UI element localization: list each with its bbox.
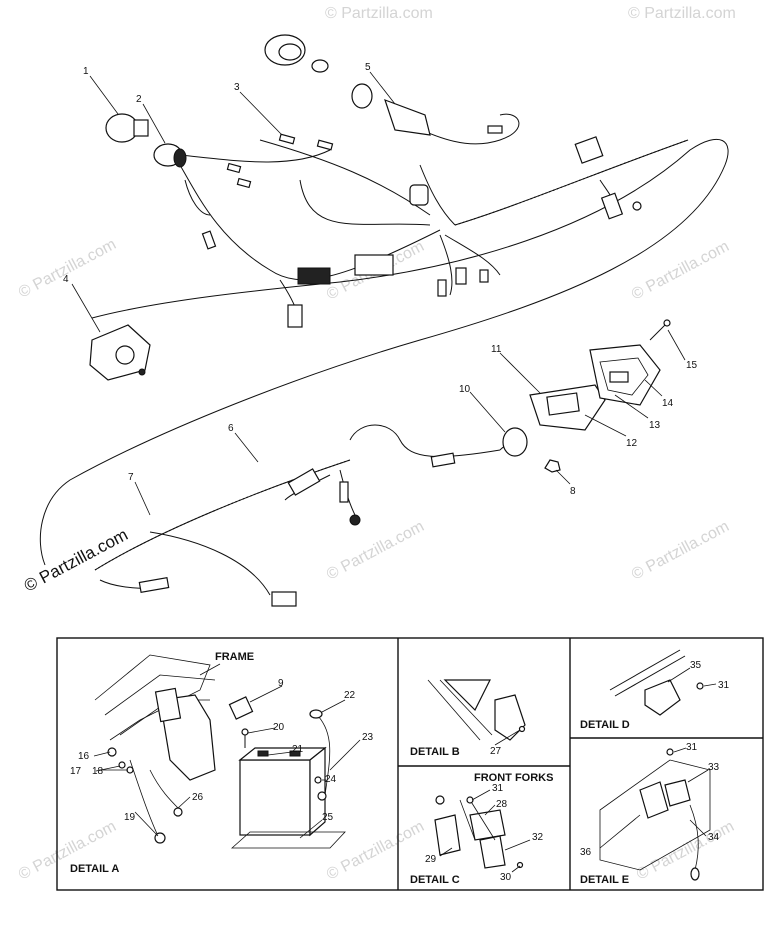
leader-lines (71, 71, 686, 516)
detail-a: FRAME (70, 651, 374, 875)
callout-16: 16 (78, 751, 90, 762)
detail-a-title: DETAIL A (70, 863, 119, 875)
callout-15: 15 (686, 360, 698, 371)
detail-c-sublabel: FRONT FORKS (474, 772, 553, 784)
detail-c: FRONT FORKS 31 28 32 29 30 DETAIL C (410, 772, 553, 886)
key-switch-5 (264, 34, 503, 136)
callout-20: 20 (273, 722, 285, 733)
callout-36: 36 (580, 847, 592, 858)
callout-9: 9 (278, 678, 284, 689)
callout-33: 33 (708, 762, 720, 773)
watermark: © Partzilla.com (629, 518, 732, 584)
callout-5: 5 (365, 62, 371, 73)
callout-1: 1 (83, 66, 89, 77)
connector-block (287, 184, 489, 328)
harness-right-end (574, 136, 642, 220)
callout-6: 6 (228, 423, 234, 434)
callout-28: 28 (496, 799, 508, 810)
callout-12: 12 (626, 438, 638, 449)
callout-22: 22 (344, 690, 356, 701)
watermark: © Partzilla.com (324, 518, 427, 584)
detail-a-sublabel: FRAME (215, 651, 254, 663)
callouts-upper: 1 2 3 4 5 6 7 8 10 11 12 13 14 15 (63, 62, 698, 497)
detail-e-title: DETAIL E (580, 874, 629, 886)
callout-32: 32 (532, 832, 544, 843)
detail-panels (56, 637, 764, 891)
callout-35: 35 (690, 660, 702, 671)
callout-27: 27 (490, 746, 502, 757)
callout-34: 34 (708, 832, 720, 843)
watermark: © Partzilla.com (16, 236, 119, 302)
connector-3 (201, 133, 334, 250)
watermark: © Partzilla.com (634, 818, 737, 884)
bulb-1 (105, 113, 149, 143)
callout-31: 31 (718, 680, 730, 691)
switch-4 (89, 324, 151, 381)
callout-23: 23 (362, 732, 374, 743)
callout-14: 14 (662, 398, 674, 409)
callout-24: 24 (325, 774, 337, 785)
detail-e: 31 33 34 36 DETAIL E (580, 742, 720, 886)
callout-8: 8 (570, 486, 576, 497)
callout-17: 17 (70, 766, 82, 777)
detail-b: 27 DETAIL B (410, 679, 526, 758)
detail-d-title: DETAIL D (580, 719, 630, 731)
callout-21: 21 (292, 744, 304, 755)
callout-19: 19 (124, 812, 136, 823)
detail-c-title: DETAIL C (410, 874, 460, 886)
upper-harness (39, 113, 729, 566)
callout-11: 11 (491, 344, 502, 355)
detail-b-title: DETAIL B (410, 746, 460, 758)
callout-7: 7 (128, 472, 134, 483)
socket-2 (153, 143, 187, 168)
callout-25: 25 (322, 812, 334, 823)
lower-harness-parts (138, 427, 561, 607)
callout-4: 4 (63, 274, 69, 285)
callout-10: 10 (459, 384, 471, 395)
watermark: © Partzilla.com (325, 5, 433, 22)
callout-26: 26 (192, 792, 204, 803)
lower-harness (94, 424, 521, 596)
callout-29: 29 (425, 854, 437, 865)
watermark: © Partzilla.com (628, 5, 736, 22)
detail-d: 35 31 DETAIL D (580, 649, 730, 731)
callout-30: 30 (500, 872, 512, 883)
watermark: © Partzilla.com (629, 238, 732, 304)
tail-light-assembly (529, 319, 671, 431)
callout-18: 18 (92, 766, 104, 777)
callout-3: 3 (234, 82, 240, 93)
callout-31: 31 (686, 742, 698, 753)
callout-13: 13 (649, 420, 661, 431)
callout-2: 2 (136, 94, 142, 105)
callout-31: 31 (492, 783, 504, 794)
